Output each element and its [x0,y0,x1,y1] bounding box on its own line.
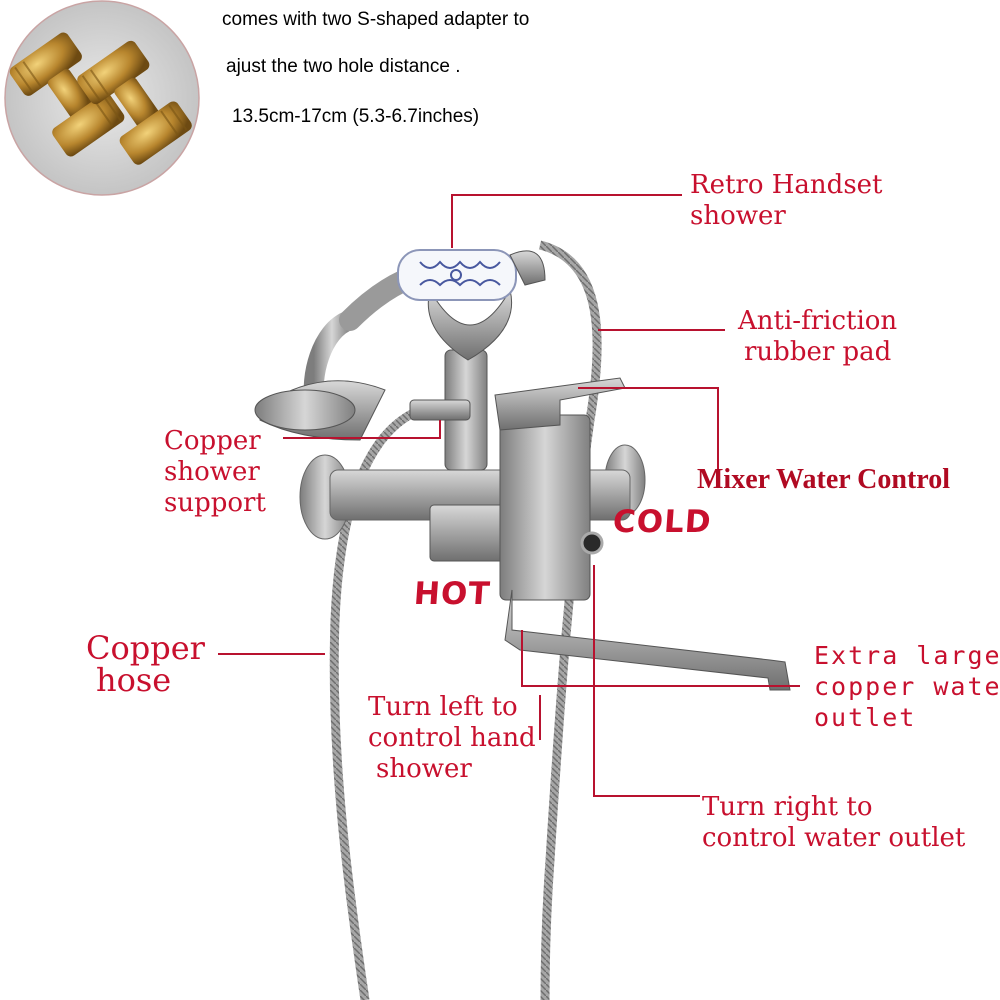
label-copper-hose: Copper hose [86,632,205,696]
label-copper-support-l2: shower [164,457,260,487]
label-anti-friction: Anti-friction rubber pad [738,306,897,368]
label-turn-left-l2: control hand [368,723,536,753]
label-cold: COLD [611,504,713,540]
label-anti-friction-l1: Anti-friction [738,306,898,336]
hose [538,240,602,1000]
intro-line-2: ajust the two hole distance . [226,56,461,77]
label-turn-left-l3: shower [376,754,472,784]
label-mixer-water-control: Mixer Water Control [697,464,950,495]
label-turn-right-l2: control water outlet [702,823,966,853]
intro-line-1: comes with two S-shaped adapter to [222,9,530,30]
label-copper-support-l1: Copper [164,426,261,456]
label-anti-friction-l2: rubber pad [744,337,892,367]
label-copper-support-l3: support [164,488,266,518]
label-retro-handset: Retro Handset shower [690,170,883,232]
label-retro-handset-l2: shower [690,201,786,231]
label-extra-large-outlet: Extra large copper wate outlet [814,640,1000,733]
label-turn-right: Turn right to control water outlet [702,792,965,854]
label-turn-left-l1: Turn left to [368,692,518,722]
label-copper-hose-l2: hose [96,661,172,699]
label-outlet-l2: copper wate [814,672,1000,701]
label-hot: HOT [412,576,492,612]
label-copper-support: Copper shower support [164,426,266,519]
label-outlet-l3: outlet [814,703,917,732]
s-adapter-photo [4,0,200,196]
label-retro-handset-l1: Retro Handset [690,170,883,200]
leader-lines [218,194,800,797]
label-turn-right-l1: Turn right to [702,792,873,822]
intro-line-3: 13.5cm-17cm (5.3-6.7inches) [232,106,480,127]
label-copper-hose-l1: Copper [86,629,205,667]
label-turn-left: Turn left to control hand shower [368,692,536,785]
label-outlet-l1: Extra large [814,641,1000,670]
